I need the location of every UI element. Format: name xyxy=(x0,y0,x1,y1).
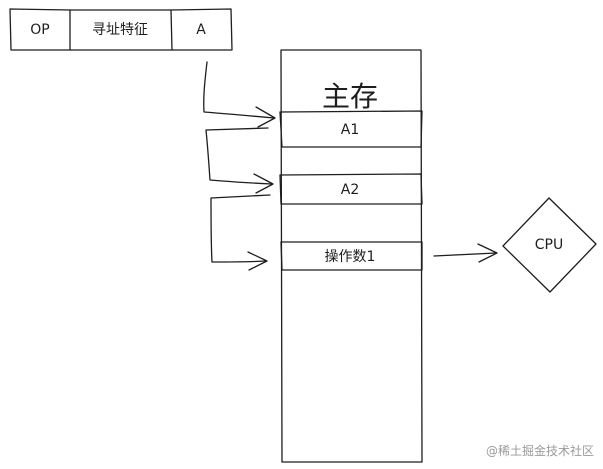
memory-cell-a1-label: A1 xyxy=(341,122,359,138)
address-field-label: A xyxy=(196,22,206,38)
arrow-address-to-a1 xyxy=(203,61,276,128)
watermark: @稀土掘金技术社区 xyxy=(486,443,594,458)
arrow-a1-to-a2 xyxy=(205,127,274,194)
cpu-label: CPU xyxy=(535,237,563,253)
addressing-mode-label: 寻址特征 xyxy=(92,22,148,38)
memory-cell-operand-label: 操作数1 xyxy=(325,249,376,265)
memory-cell-a1: A1 xyxy=(279,110,423,148)
arrow-a2-to-operand xyxy=(210,194,271,271)
instruction-format: OP 寻址特征 A xyxy=(9,8,233,51)
op-field: OP xyxy=(9,8,71,51)
memory-cell-a2: A2 xyxy=(279,173,423,205)
cpu-node: CPU xyxy=(502,197,597,293)
addressing-mode-field: 寻址特征 xyxy=(69,9,173,51)
main-memory: 主存 A1 A2 操作数1 xyxy=(279,49,423,463)
memory-cell-a2-label: A2 xyxy=(341,182,359,198)
memory-cell-operand: 操作数1 xyxy=(280,241,423,271)
op-field-label: OP xyxy=(30,22,49,38)
arrow-operand-to-cpu xyxy=(433,243,498,263)
main-memory-title: 主存 xyxy=(322,80,378,113)
address-field: A xyxy=(170,8,233,51)
